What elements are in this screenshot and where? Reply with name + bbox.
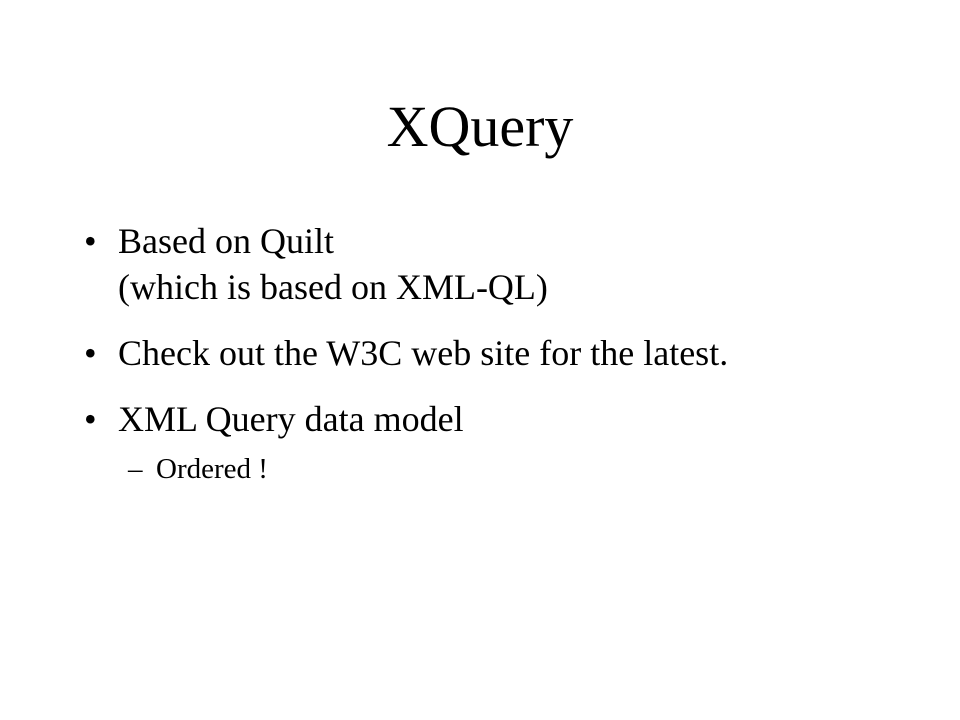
slide-title: XQuery [386,94,574,159]
sub-bullet-text: Ordered ! [156,453,268,485]
bullet-list: • Based on Quilt (which is based on XML-… [84,218,924,488]
sub-bullet-marker: – [128,453,143,485]
bullet-item: • Check out the W3C web site for the lat… [84,330,924,376]
bullet-item: • Based on Quilt (which is based on XML-… [84,218,924,310]
bullet-text-continuation: (which is based on XML-QL) [118,267,548,307]
bullet-text: Based on Quilt [118,221,334,261]
bullet-text: Check out the W3C web site for the lates… [118,333,729,373]
sub-bullet-item: – Ordered ! [84,450,924,488]
bullet-text: XML Query data model [118,399,464,439]
bullet-marker: • [84,399,97,439]
bullet-marker: • [84,333,97,373]
bullet-marker: • [84,221,97,261]
bullet-item: • XML Query data model [84,396,924,442]
